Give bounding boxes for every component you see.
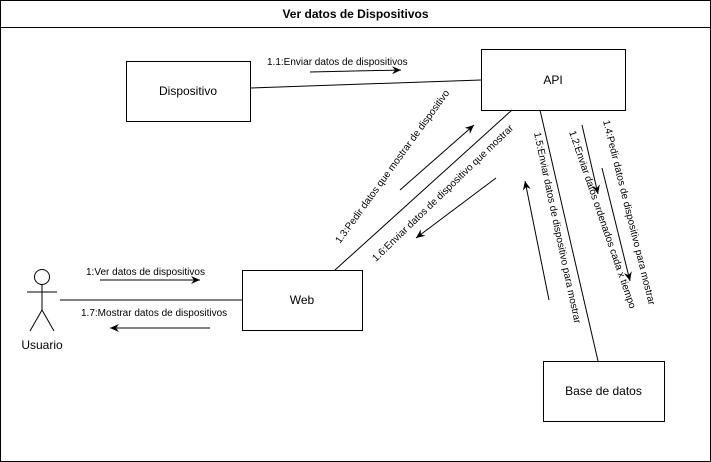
link-api-bd (539, 109, 599, 362)
web-box (242, 270, 363, 331)
node-api: API (481, 49, 625, 110)
arrow-m1-5 (522, 180, 550, 301)
label-m1-7: 1.7:Mostrar datos de dispositivos (81, 308, 227, 319)
diagram-title: Ver datos de Dispositivos (282, 6, 429, 21)
dispositivo-box (126, 61, 251, 122)
label-m1-6: 1.6:Enviar datos de dispositivo que most… (370, 123, 516, 265)
actor-label: Usuario (21, 338, 63, 352)
arrow-m1-3 (399, 124, 475, 191)
arrow-m1-2 (581, 124, 600, 195)
arrow-m1-6 (415, 177, 497, 239)
node-api-label: API (543, 72, 563, 87)
node-web: Web (242, 270, 362, 330)
node-web-label: Web (289, 293, 315, 307)
api-box (481, 49, 626, 111)
link-dispositivo-api (249, 79, 482, 89)
label-m1-5: 1.5:Enviar datos de dispositivo para mos… (531, 131, 582, 325)
label-m1-3: 1.3:Pedir datos que mostrar de dispositi… (334, 88, 453, 246)
actor-figure (27, 269, 57, 332)
label-m1: 1:Ver datos de dispositivos (86, 267, 205, 278)
label-m1-1: 1.1:Enviar datos de dispositivos (267, 57, 408, 68)
arrow-m1-1 (309, 66, 402, 75)
node-dispositivo-label: Dispositivo (158, 84, 218, 98)
node-base-de-datos-label: Base de datos (565, 384, 642, 398)
link-web-api (334, 109, 513, 271)
base-de-datos-box (543, 361, 665, 422)
node-base-de-datos: Base de datos (543, 361, 664, 421)
arrow-m1-4 (601, 167, 632, 282)
node-dispositivo: Dispositivo (126, 61, 250, 121)
